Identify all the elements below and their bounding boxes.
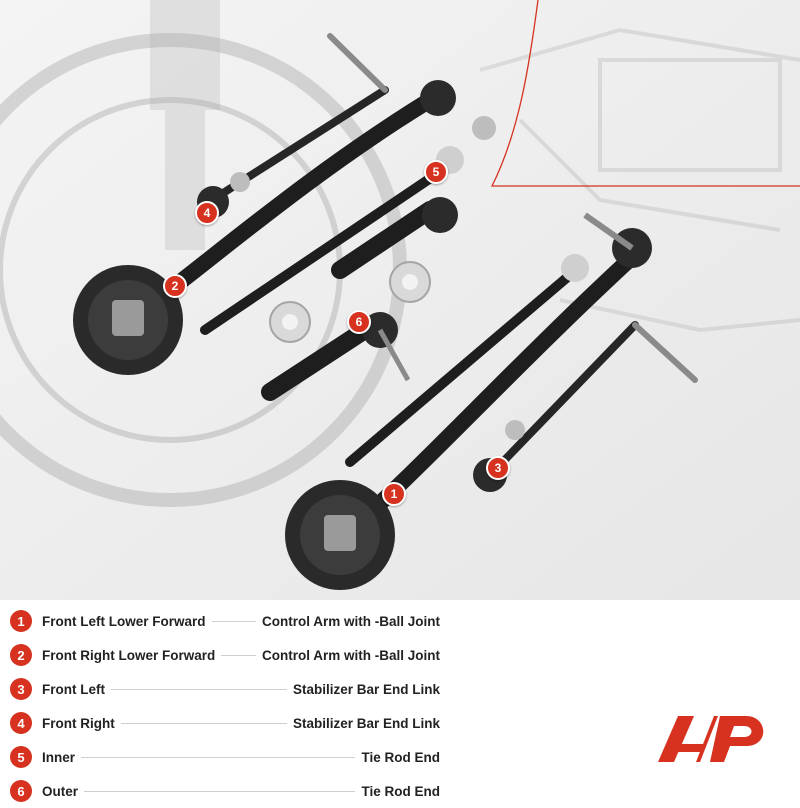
background-chassis bbox=[479, 27, 800, 333]
callout-4: 4 bbox=[195, 201, 219, 225]
tie-rod-outer bbox=[261, 197, 458, 401]
control-arm-front-left bbox=[285, 212, 652, 590]
callout-1: 1 bbox=[382, 482, 406, 506]
callout-5: 5 bbox=[424, 160, 448, 184]
legend-row-3: 3 Front Left Stabilizer Bar End Link bbox=[10, 672, 440, 706]
legend-position-6: Outer bbox=[42, 783, 83, 799]
washers bbox=[269, 261, 431, 343]
legend-part-1: Control Arm with -Ball Joint bbox=[258, 613, 440, 629]
legend-position-3: Front Left bbox=[42, 681, 109, 697]
legend-position-2: Front Right Lower Forward bbox=[42, 647, 220, 663]
legend-number-3: 3 bbox=[10, 678, 32, 700]
background-shock bbox=[150, 0, 220, 250]
legend-number-5: 5 bbox=[10, 746, 32, 768]
legend-row-2: 2 Front Right Lower Forward Control Arm … bbox=[10, 638, 440, 672]
legend-part-4: Stabilizer Bar End Link bbox=[288, 715, 440, 731]
brand-logo bbox=[658, 716, 764, 762]
legend-position-4: Front Right bbox=[42, 715, 119, 731]
legend-row-4: 4 Front Right Stabilizer Bar End Link bbox=[10, 706, 440, 740]
legend-number-1: 1 bbox=[10, 610, 32, 632]
accent-curve bbox=[490, 0, 800, 187]
callout-3: 3 bbox=[486, 456, 510, 480]
legend-row-5: 5 Inner Tie Rod End bbox=[10, 740, 440, 774]
product-photo bbox=[0, 0, 800, 600]
legend-part-2: Control Arm with -Ball Joint bbox=[258, 647, 440, 663]
legend-part-3: Stabilizer Bar End Link bbox=[288, 681, 440, 697]
callout-2: 2 bbox=[163, 274, 187, 298]
leader-line bbox=[81, 756, 356, 758]
parts-legend: 1 Front Left Lower Forward Control Arm w… bbox=[10, 604, 440, 808]
tie-rod-inner-right bbox=[345, 254, 589, 467]
legend-number-6: 6 bbox=[10, 780, 32, 802]
legend-position-1: Front Left Lower Forward bbox=[42, 613, 210, 629]
legend-row-6: 6 Outer Tie Rod End bbox=[10, 774, 440, 808]
leader-line bbox=[84, 790, 356, 792]
legend-row-1: 1 Front Left Lower Forward Control Arm w… bbox=[10, 604, 440, 638]
callout-6: 6 bbox=[347, 310, 371, 334]
leader-line bbox=[120, 722, 287, 724]
legend-part-5: Tie Rod End bbox=[357, 749, 440, 765]
leader-line bbox=[211, 620, 256, 622]
control-arm-front-right bbox=[73, 80, 496, 375]
leader-line bbox=[221, 654, 256, 656]
legend-number-4: 4 bbox=[10, 712, 32, 734]
legend-part-6: Tie Rod End bbox=[357, 783, 440, 799]
leader-line bbox=[111, 688, 287, 690]
legend-position-5: Inner bbox=[42, 749, 80, 765]
legend-number-2: 2 bbox=[10, 644, 32, 666]
